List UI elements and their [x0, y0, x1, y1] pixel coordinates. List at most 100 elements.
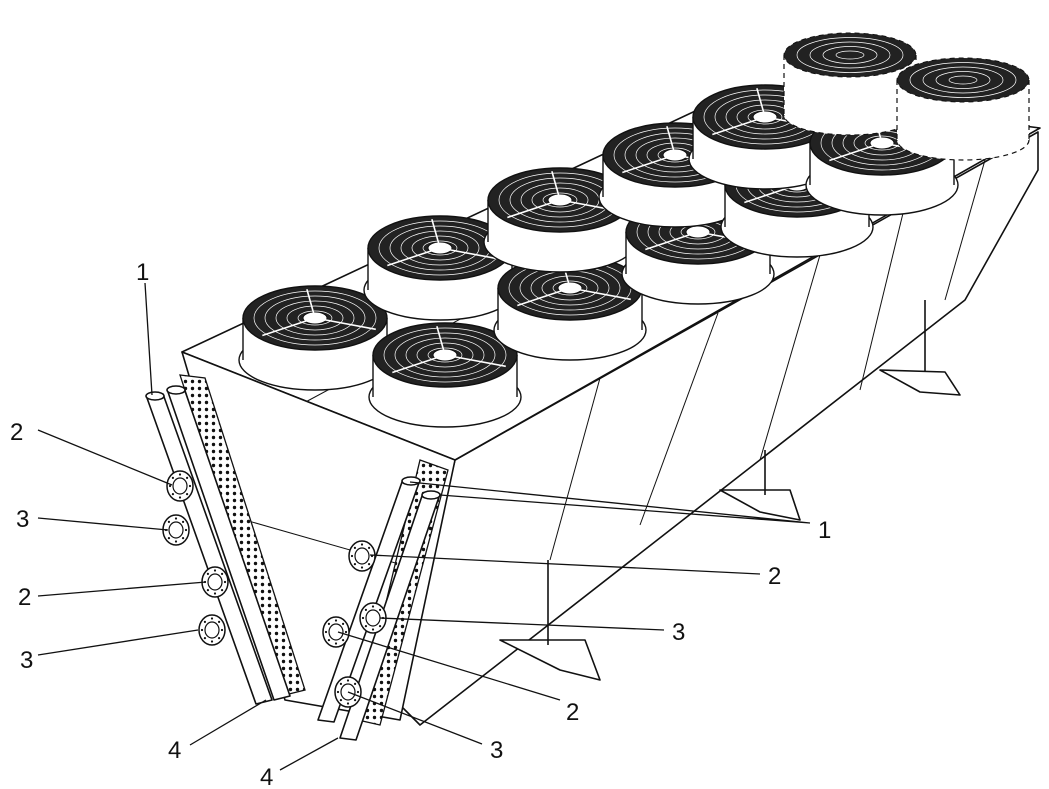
flange-bolt: [360, 543, 364, 546]
callout-1-left: 1: [136, 259, 149, 286]
flange-bolt: [378, 608, 382, 611]
flange-bolt: [171, 493, 175, 496]
dashed-grille: [783, 32, 917, 78]
flange-bore: [207, 573, 223, 591]
leader-line: [347, 691, 483, 745]
flange-bolt: [364, 608, 368, 611]
flange-bolt: [185, 476, 189, 479]
fan-grille-ring: [253, 290, 377, 346]
fan-grille-ring: [394, 332, 496, 378]
callout-3-right-lower: 3: [490, 737, 503, 764]
flange-bolt: [206, 572, 210, 575]
callout-4-right: 4: [260, 764, 273, 789]
flange-bolt: [206, 589, 210, 592]
leader-line: [369, 554, 761, 575]
section-line: [549, 377, 601, 561]
flange-bolt: [220, 589, 224, 592]
flange-bolt: [356, 690, 360, 694]
fan-grille-ring: [264, 295, 366, 341]
dashed-grille-ring: [835, 50, 865, 60]
flange-bolt: [184, 528, 188, 532]
pipe-cap: [421, 490, 441, 500]
flange-bolt: [378, 625, 382, 628]
fan-blade: [712, 116, 766, 136]
flange-bore: [204, 621, 220, 639]
fan-blade: [306, 289, 316, 319]
flange-bolt: [203, 637, 207, 640]
flange-bolt: [367, 563, 371, 566]
fan-grille-ring: [552, 280, 588, 296]
flange-bolt: [188, 484, 192, 488]
headers: [145, 385, 441, 741]
flange-bolt: [346, 702, 350, 705]
callout-labels: 1 2 3 2 3 4 1 2 3 2 3 4: [10, 259, 831, 789]
callout-2-right-upper: 2: [768, 563, 781, 590]
leader-line: [189, 699, 267, 746]
fan-blade: [436, 326, 446, 356]
flange-bolt: [360, 566, 364, 569]
fan-grille-ring: [383, 327, 507, 383]
flange-bolt: [353, 682, 357, 685]
fan-icon: [368, 322, 522, 428]
fan-grille-ring: [286, 305, 344, 331]
flange-bolt: [353, 563, 357, 566]
dashed-grille-ring: [809, 41, 891, 69]
section-line: [759, 254, 821, 461]
fan-grille-ring: [275, 300, 355, 336]
leader-line: [279, 737, 339, 771]
callout-2-right-lower: 2: [566, 699, 579, 726]
callout-3-right-upper: 3: [672, 619, 685, 646]
fan-blade: [666, 126, 676, 156]
fan-grille-ring: [400, 230, 480, 266]
fan-grille-ring: [405, 337, 485, 373]
flange-bore: [168, 521, 184, 539]
fan-blade: [314, 317, 376, 331]
leader-line: [144, 282, 153, 396]
flange-bolt: [185, 493, 189, 496]
flange-bolt: [353, 546, 357, 549]
flange-icon: [198, 614, 226, 646]
flange-icon: [348, 540, 376, 572]
dashed-grille-ring: [796, 37, 904, 73]
flange-bore: [172, 477, 188, 495]
flange-bolt: [203, 620, 207, 623]
flange-bolt: [353, 699, 357, 702]
leader-line: [337, 631, 561, 701]
flange-bolt: [217, 637, 221, 640]
flange-bolt: [346, 679, 350, 682]
flange-bolt: [336, 690, 340, 694]
flange-bolt: [220, 572, 224, 575]
callout-1-right: 1: [818, 517, 831, 544]
flange-bolt: [339, 699, 343, 702]
leader-line: [37, 429, 173, 486]
fan-grille-ring: [416, 342, 474, 368]
flange-bolt: [371, 605, 375, 608]
fan-grille-ring: [541, 275, 599, 301]
support-leg: [719, 489, 801, 521]
leader-line: [37, 517, 169, 531]
flanges: [162, 470, 387, 708]
fan-grille-ring: [542, 192, 578, 208]
leader-line: [37, 581, 207, 597]
flange-bolt: [210, 617, 214, 620]
callout-3-left-lower: 3: [20, 647, 33, 674]
fan-blade: [645, 231, 699, 251]
pipe-cap: [145, 391, 165, 401]
flange-bolt: [171, 476, 175, 479]
fan-blade: [431, 219, 441, 249]
flange-bolt: [178, 473, 182, 476]
flange-bolt: [167, 520, 171, 523]
fan-grille-ring: [411, 235, 469, 261]
leader-line: [37, 629, 199, 656]
support-leg: [879, 369, 961, 396]
flange-bolt: [174, 517, 178, 520]
flange-bolt: [210, 640, 214, 643]
flange-icon: [322, 616, 350, 648]
dashed-grille-ring: [909, 62, 1017, 98]
callout-2-left-lower: 2: [18, 584, 31, 611]
flange-bolt: [341, 622, 345, 625]
flange-bolt: [174, 540, 178, 543]
flange-bolt: [334, 619, 338, 622]
